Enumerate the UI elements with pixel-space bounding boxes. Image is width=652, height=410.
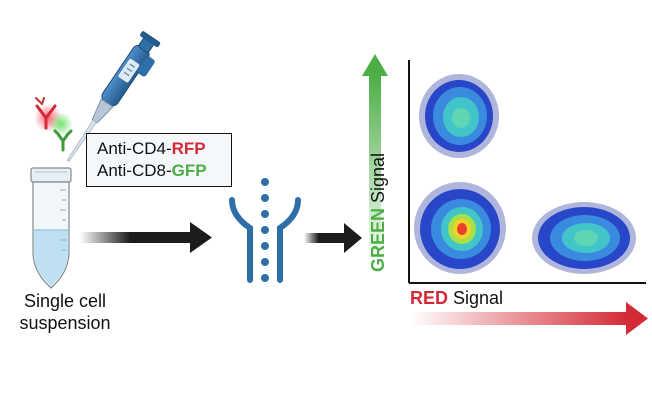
cd8-fluor: GFP	[171, 161, 207, 180]
cd8-prefix: Anti-CD8-	[97, 161, 172, 180]
x-axis-label-color-word: RED	[410, 288, 449, 308]
arrow-icon	[304, 223, 362, 253]
y-axis-label-rest: Signal	[368, 152, 388, 208]
x-axis-label: RED Signal	[410, 288, 503, 309]
density-cluster-red-positive	[532, 202, 636, 274]
x-axis-label-rest: Signal	[448, 288, 504, 308]
density-cluster-double-negative	[414, 182, 506, 274]
antibody-green-icon	[49, 112, 73, 152]
y-axis-label: GREEN Signal	[368, 153, 389, 272]
antibody-label-box: Anti-CD4-RFP Anti-CD8-GFP	[86, 133, 232, 187]
tube-label: Single cell suspension	[0, 290, 130, 334]
flow-cell-icon	[229, 178, 301, 283]
plot-axes	[408, 60, 646, 284]
pipette-icon	[66, 31, 161, 163]
tube-label-line2: suspension	[19, 313, 111, 333]
y-axis-label-color-word: GREEN	[368, 207, 388, 272]
tube-icon	[30, 167, 72, 289]
cd4-fluor: RFP	[171, 139, 206, 158]
cd8-label: Anti-CD8-GFP	[97, 160, 231, 182]
tube-label-line1: Single cell	[23, 291, 107, 311]
x-axis-arrow	[410, 302, 648, 335]
density-cluster-green-positive	[419, 74, 499, 158]
cd4-prefix: Anti-CD4-	[97, 139, 172, 158]
arrow-icon	[80, 222, 212, 253]
y-axis-arrow	[362, 54, 388, 266]
cd4-label: Anti-CD4-RFP	[97, 138, 231, 160]
